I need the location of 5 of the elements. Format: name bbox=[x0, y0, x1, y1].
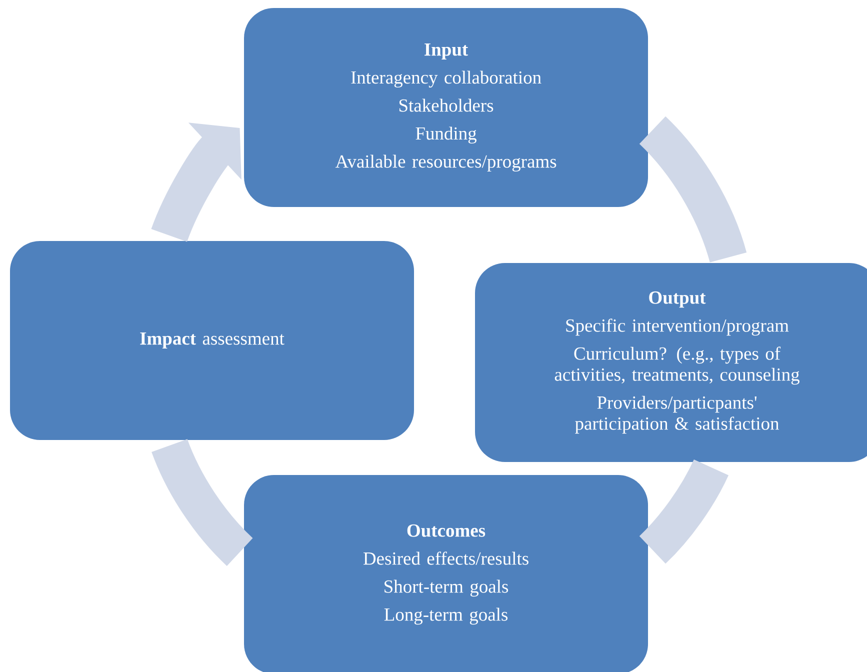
process-box: Outcomes Desired effects/results Short-term goals Long-term goals bbox=[244, 475, 648, 672]
process-box: Impact assessment bbox=[10, 241, 414, 440]
process-box: Input Interagency collaboration Stakeholders Funding Available resources/programs bbox=[244, 8, 648, 207]
cycle-arrow bbox=[151, 122, 242, 242]
process-box: Output Specific intervention/program Curriculum? (e.g., types of activities, treatments, counseling Providers/particpants' participation & satisfaction bbox=[475, 263, 867, 462]
